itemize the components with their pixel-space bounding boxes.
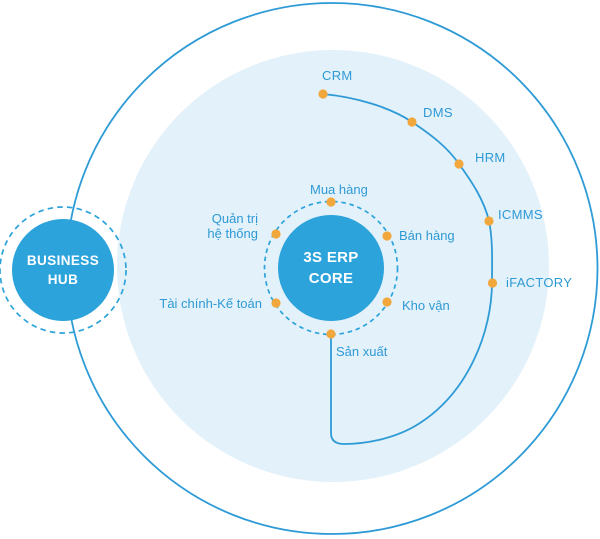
integration-arc-line <box>322 93 494 445</box>
label-san-xuat: Sản xuất <box>336 344 388 359</box>
dot-tai-chinh <box>271 298 281 308</box>
dot-ifactory <box>487 278 498 288</box>
label-crm: CRM <box>322 68 353 83</box>
label-tai-chinh-ke-toan: Tài chính-Kế toán <box>159 296 262 311</box>
dot-quan-tri <box>271 229 281 239</box>
label-ifactory: iFACTORY <box>506 275 573 290</box>
erp-core-node: 3S ERP CORE <box>278 215 384 321</box>
core-dashed-ring <box>263 200 399 336</box>
label-hrm: HRM <box>475 150 506 165</box>
label-icmms: ICMMS <box>498 207 543 222</box>
erp-core-label-line1: 3S ERP <box>303 249 359 266</box>
erp-core-label-line2: CORE <box>308 270 354 287</box>
dot-icmms <box>484 216 494 226</box>
dot-kho-van <box>382 297 392 307</box>
label-dms: DMS <box>423 105 453 120</box>
dot-crm <box>318 89 328 99</box>
dot-dms <box>407 117 417 127</box>
business-hub-label-line2: HUB <box>47 272 79 287</box>
dot-mua-hang <box>326 197 336 207</box>
label-quan-tri-line2: hệ thống <box>207 226 258 241</box>
hub-dashed-ring <box>0 206 127 334</box>
label-quan-tri-he-thong: Quản trị hệ thống <box>178 211 258 241</box>
label-kho-van: Kho vận <box>402 298 450 313</box>
business-hub-label-line1: BUSINESS <box>26 253 100 268</box>
label-quan-tri-line1: Quản trị <box>211 211 258 226</box>
dot-ban-hang <box>382 231 392 241</box>
dot-hrm <box>454 159 464 169</box>
dot-san-xuat <box>326 329 336 339</box>
label-mua-hang: Mua hàng <box>310 182 368 197</box>
business-hub-node: BUSINESS HUB <box>12 219 114 321</box>
label-ban-hang: Bán hàng <box>399 228 455 243</box>
